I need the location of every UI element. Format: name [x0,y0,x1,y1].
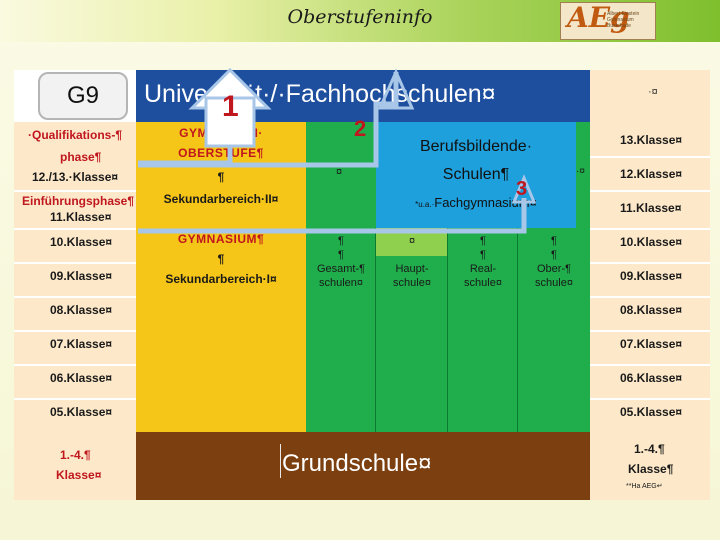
grade-row-divider [590,330,710,332]
grade-row-divider [590,398,710,400]
right-grade-13: 13.Klasse¤ [620,133,683,147]
grade-row-divider [14,262,136,264]
green-upper-block [306,122,376,228]
qualifikationsphase-label-2: phase¶ [60,150,102,164]
berufsbildende-line-3: *u.a.·Fachgymnasium¤ [376,194,576,212]
g9-badge: G9 [38,72,128,120]
gesamtschulen-block [306,228,376,432]
berufsbildende-side-block [576,122,590,228]
sekundarbereich-ii-label: Sekundarbereich·II¤ [163,192,279,206]
berufsbildende-side-marker: ·¤ [576,166,585,177]
grade-row-divider [14,228,136,230]
route-arrow-2-head [377,68,415,110]
left-grade-column [14,122,136,432]
realschule-block [448,228,518,432]
einfuehrungsphase-grade: 11.Klasse¤ [50,210,112,224]
grade-row-divider [590,262,710,264]
right-grade-11: 11.Klasse¤ [620,201,682,215]
grundschule-cursor [280,444,281,478]
grundschule-left-grades: 1.-4.¶ [60,448,91,462]
hauptschule-label: ¤ Haupt- schule¤ [393,235,431,289]
top-right-marker: ·¤ [648,86,658,98]
grade-row-divider [590,156,710,158]
right-grade-12: 12.Klasse¤ [620,167,683,181]
realschule-label: ¶ ¶ Real- schule¤ [464,235,502,289]
berufsbildende-schulen-block [376,122,576,228]
grundschule-right-block [590,432,710,500]
column-divider [447,228,448,432]
qualifikationsphase-label-1: ·Qualifikations-¶ [28,128,123,142]
gymnasium-sek-i-pilcrow: ¶ [217,252,225,266]
grade-row-divider [590,228,710,230]
route-arrow-3 [138,198,527,234]
fachgymnasium-prefix: *u.a.· [415,200,435,209]
callout-number-1: 1 [222,90,239,123]
callout-number-3: 3 [516,178,528,200]
grundschule-left-block [14,432,136,500]
credit-note: **Ha AEG↵ [626,483,663,490]
top-right-cell [590,70,710,122]
right-grade-05: 05.Klasse¤ [620,405,683,419]
hauptschule-block [376,256,448,432]
oberschule-label: ¶ ¶ Ober-¶ schule¤ [535,235,573,289]
left-grade-09: 09.Klasse¤ [50,269,113,283]
right-grade-08: 08.Klasse¤ [620,303,683,317]
left-grade-08: 08.Klasse¤ [50,303,113,317]
berufsbildende-line-2: Schulen¶ [442,166,510,183]
sekundarbereich-i-label: Sekundarbereich·I¤ [165,272,277,286]
column-divider [517,228,518,432]
grundschule-right-klasse: Klasse¶ [628,462,674,476]
gymnasium-oberstufe-pilcrow: ¶ [217,170,225,184]
grade-row-divider [14,364,136,366]
berufsbildende-line-1: Berufsbildende· [419,138,533,155]
left-grade-07: 07.Klasse¤ [50,337,113,351]
fachgymnasium-label: Fachgymnasium¤ [434,195,537,210]
school-logo: AEg Albert Einstein Gymnasium Buxtehude [560,1,656,40]
left-grade-10: 10.Klasse¤ [50,235,113,249]
right-grade-column [590,122,710,432]
grade-row-divider [14,190,136,192]
logo-mark: AEg [567,1,630,34]
grade-row-divider [14,330,136,332]
right-grade-07: 07.Klasse¤ [620,337,683,351]
green-upper-marker: ¤ [336,166,343,178]
g9-label: G9 [66,82,99,109]
route-arrow-1-box [204,96,256,148]
qualifikationsphase-grades: 12./13.·Klasse¤ [32,170,119,184]
grade-row-divider [590,364,710,366]
grundschule-label: Grundschule¤ [282,450,432,477]
gymnasium-sek-i-head: GYMNASIUM¶ [177,232,265,246]
right-grade-06: 06.Klasse¤ [620,371,683,385]
route-arrow-2 [138,72,399,168]
logo-subtitle: Albert Einstein Gymnasium Buxtehude [607,11,640,29]
callout-number-2: 2 [354,116,367,141]
column-divider [375,228,376,432]
grade-row-divider [590,296,710,298]
route-arrow-3-head [511,174,537,204]
gymnasium-oberstufe-head-2: OBERSTUFE¶ [178,146,264,160]
grade-row-divider [14,296,136,298]
grundschule-left-klasse: Klasse¤ [56,468,102,482]
left-grade-06: 06.Klasse¤ [50,371,113,385]
grundschule-right-grades: 1.-4.¶ [634,442,665,456]
oberschule-block [518,228,590,432]
grade-row-divider [14,398,136,400]
gesamtschulen-label: ¶ ¶ Gesamt-¶ schulen¤ [316,235,366,289]
page-title: Oberstufeninfo [287,6,433,28]
grade-row-divider [590,190,710,192]
school-system-diagram: G9 Universität·/·Fachhochschulen¤ ·¤ GYM… [14,70,710,500]
einfuehrungsphase-label: Einführungsphase¶ [22,194,135,208]
gymnasium-sek-i-block [136,228,306,432]
right-grade-10: 10.Klasse¤ [620,235,683,249]
right-grade-09: 09.Klasse¤ [620,269,683,283]
left-grade-05: 05.Klasse¤ [50,405,113,419]
